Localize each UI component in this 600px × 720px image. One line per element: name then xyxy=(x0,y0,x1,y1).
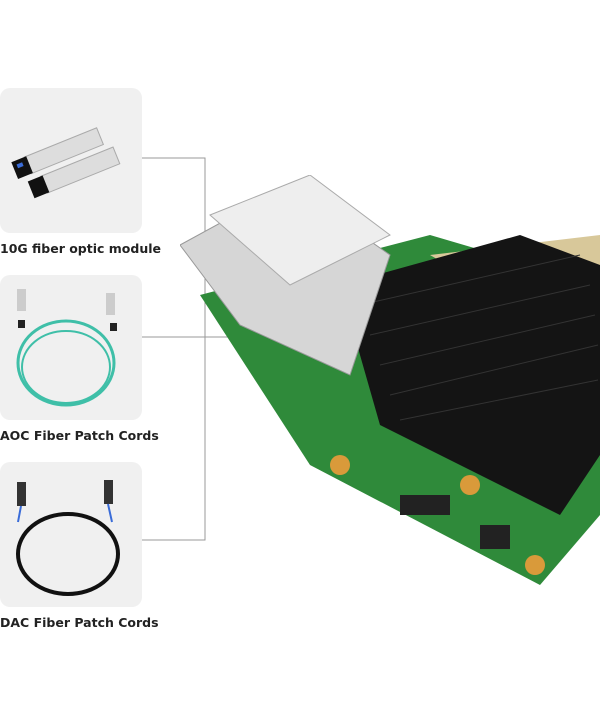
dac-cable-card xyxy=(0,462,142,607)
sfp-module-icon xyxy=(11,127,121,199)
network-card-image xyxy=(180,175,600,585)
dac-cable-icon xyxy=(16,480,120,596)
aoc-cable-icon xyxy=(16,289,117,407)
sfp-module-label: 10G fiber optic module xyxy=(0,241,161,256)
dac-cable-label: DAC Fiber Patch Cords xyxy=(0,615,159,630)
aoc-cable-card xyxy=(0,275,142,420)
aoc-cable-label: AOC Fiber Patch Cords xyxy=(0,428,159,443)
sfp-module-card xyxy=(0,88,142,233)
